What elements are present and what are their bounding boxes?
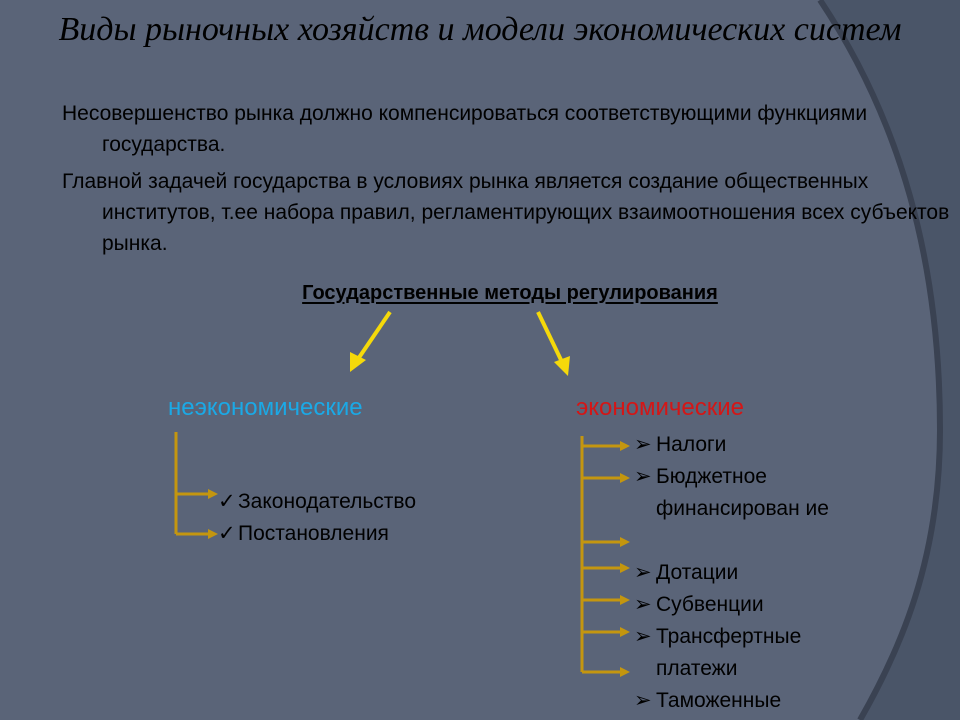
list-item: ➢Дотации	[634, 557, 738, 589]
list-item: ✓Постановления	[218, 522, 389, 545]
arrow-right-icon: ➢	[634, 593, 652, 616]
check-icon: ✓	[218, 490, 236, 513]
list-item: ➢Налоги	[634, 429, 726, 461]
paragraph-state-task: Главной задачей государства в условиях р…	[62, 170, 950, 255]
list-item: ✓Законодательство	[218, 490, 417, 513]
arrow-right-icon: ➢	[634, 625, 652, 648]
list-item: ➢Таможенные	[634, 685, 781, 717]
category-economic: экономические	[576, 394, 744, 421]
arrow-right-icon: ➢	[634, 561, 652, 584]
list-item: ➢Трансфертные платежи	[634, 621, 876, 685]
paragraph-market-imperfection: Несовершенство рынка должно компенсирова…	[62, 102, 868, 156]
category-non-economic: неэкономические	[168, 394, 363, 421]
arrow-right-icon: ➢	[634, 433, 652, 456]
slide-title: Виды рыночных хозяйств и модели экономич…	[58, 11, 902, 48]
arrow-right-icon: ➢	[634, 689, 652, 712]
arrow-right-icon: ➢	[634, 465, 652, 488]
list-item: ➢Субвенции	[634, 589, 764, 621]
check-icon: ✓	[218, 522, 236, 545]
list-item: ➢Бюджетное финансирован ие	[634, 461, 876, 525]
methods-heading: Государственные методы регулирования	[302, 282, 718, 304]
